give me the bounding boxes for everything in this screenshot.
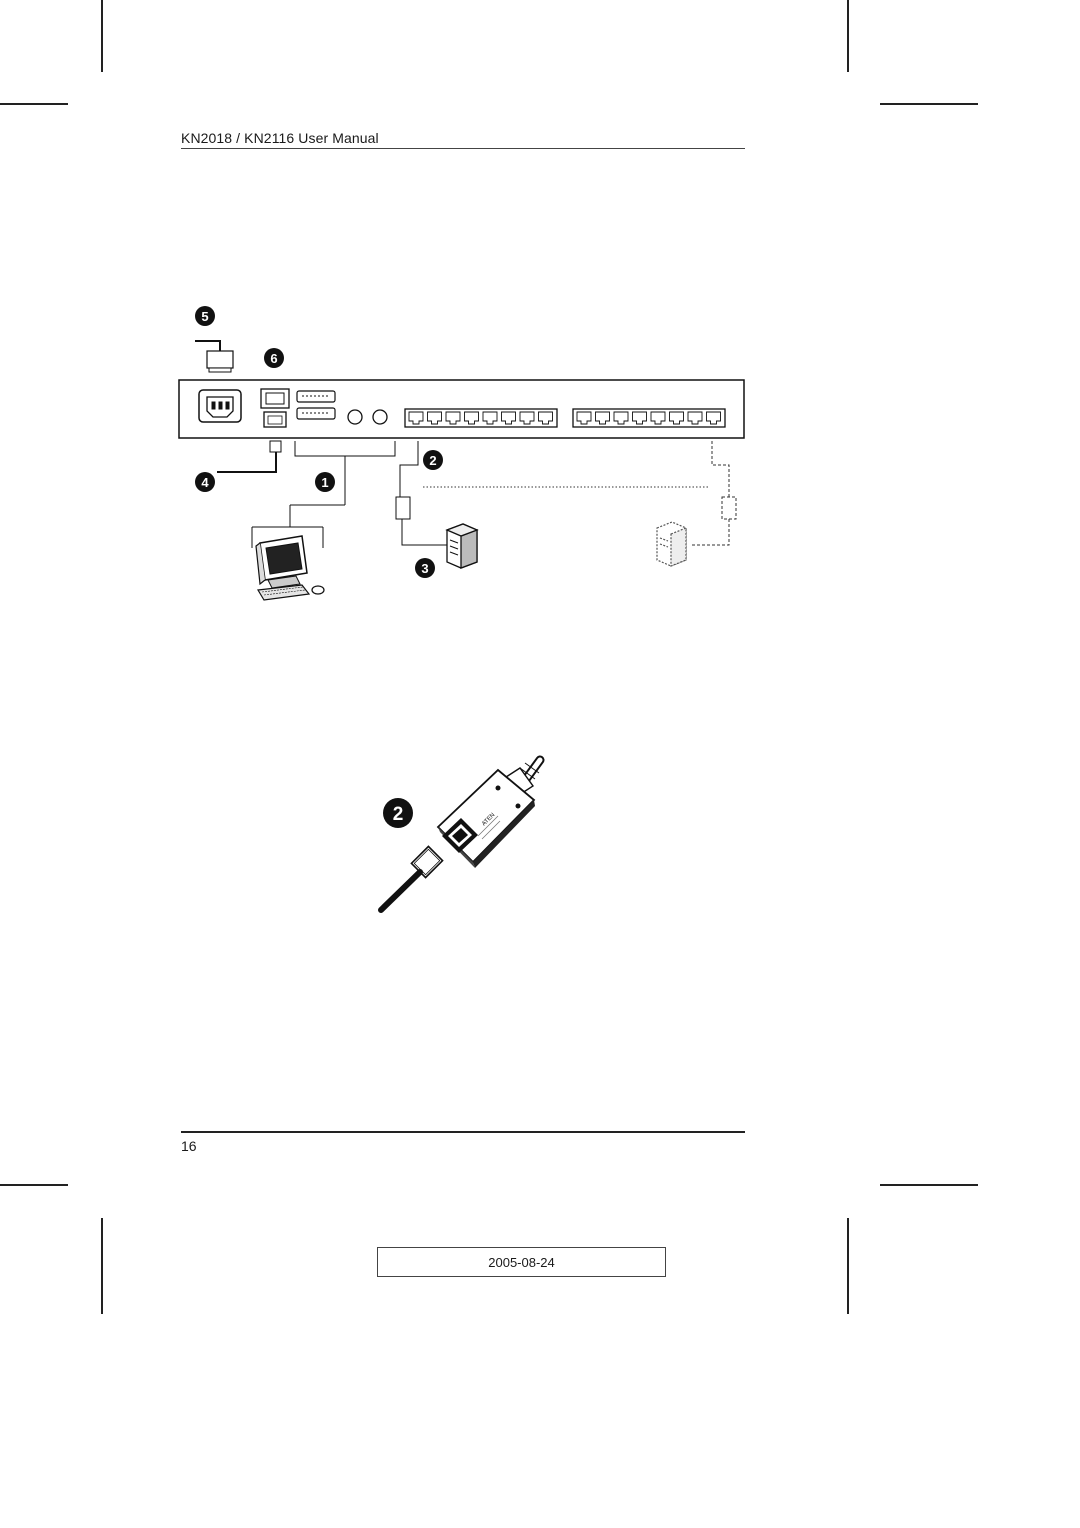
svg-text:4: 4	[201, 475, 209, 490]
callout-3: 3	[415, 558, 435, 578]
kvm-port-icon	[687, 411, 703, 425]
svg-text:5: 5	[201, 309, 208, 324]
crop-mark-top-right-horizontal	[880, 103, 978, 105]
crop-mark-bottom-left-vertical	[101, 1218, 103, 1314]
kvm-switch-rear-panel	[178, 379, 745, 439]
power-cord-icon	[195, 340, 234, 373]
console-computer-icon	[255, 535, 325, 601]
kvm-port-icon	[408, 411, 424, 425]
svg-text:2: 2	[393, 804, 404, 825]
crop-mark-top-left-vertical	[101, 0, 103, 72]
callout-4: 4	[195, 472, 215, 492]
ps2-port-icon	[372, 409, 388, 425]
kvm-port-icon	[445, 411, 461, 425]
server-tower-icon	[445, 523, 479, 569]
kvm-port-bank-1	[404, 408, 558, 428]
crop-mark-bottom-right-vertical	[847, 1218, 849, 1314]
page-number: 16	[181, 1138, 197, 1154]
kvm-port-bank-2	[572, 408, 726, 428]
crop-mark-bottom-right-horizontal	[880, 1184, 978, 1186]
kvm-port-icon	[427, 411, 442, 425]
kvm-port-icon	[632, 411, 647, 425]
kvm-port-icon	[538, 411, 553, 425]
console-port-icon	[296, 390, 336, 420]
crop-mark-top-right-vertical	[847, 0, 849, 72]
callout-2-detail: 2	[383, 798, 413, 828]
svg-text:3: 3	[421, 561, 428, 576]
crop-mark-bottom-left-horizontal	[0, 1184, 68, 1186]
server-tower-icon	[656, 521, 687, 567]
lan-cable-icon	[217, 440, 282, 473]
svg-text:2: 2	[429, 453, 436, 468]
kvm-adapter-figure: 2 ATEN	[378, 755, 545, 913]
kvm-port-icon	[669, 411, 684, 425]
power-switch-icon	[260, 388, 290, 409]
crop-mark-top-left-horizontal	[0, 103, 68, 105]
callout-6: 6	[264, 348, 284, 368]
kvm-port-icon	[519, 411, 535, 425]
callout-2: 2	[423, 450, 443, 470]
kvm-port-icon	[650, 411, 666, 425]
svg-text:6: 6	[270, 351, 277, 366]
kvm-port-icon	[613, 411, 629, 425]
kvm-port-icon	[595, 411, 610, 425]
ps2-port-icon	[347, 409, 363, 425]
callout-5: 5	[195, 306, 215, 326]
svg-text:1: 1	[321, 475, 328, 490]
callout-1: 1	[315, 472, 335, 492]
footer-rule	[181, 1131, 745, 1133]
kvm-port-icon	[464, 411, 479, 425]
print-date-box: 2005-08-24	[377, 1247, 666, 1277]
lan-port-icon	[263, 411, 287, 428]
kvm-port-icon	[482, 411, 498, 425]
page-header-title: KN2018 / KN2116 User Manual	[181, 130, 379, 146]
power-socket-icon	[198, 389, 242, 423]
header-rule	[181, 148, 745, 149]
kvm-port-icon	[501, 411, 516, 425]
kvm-port-icon	[576, 411, 592, 425]
kvm-port-icon	[706, 411, 721, 425]
